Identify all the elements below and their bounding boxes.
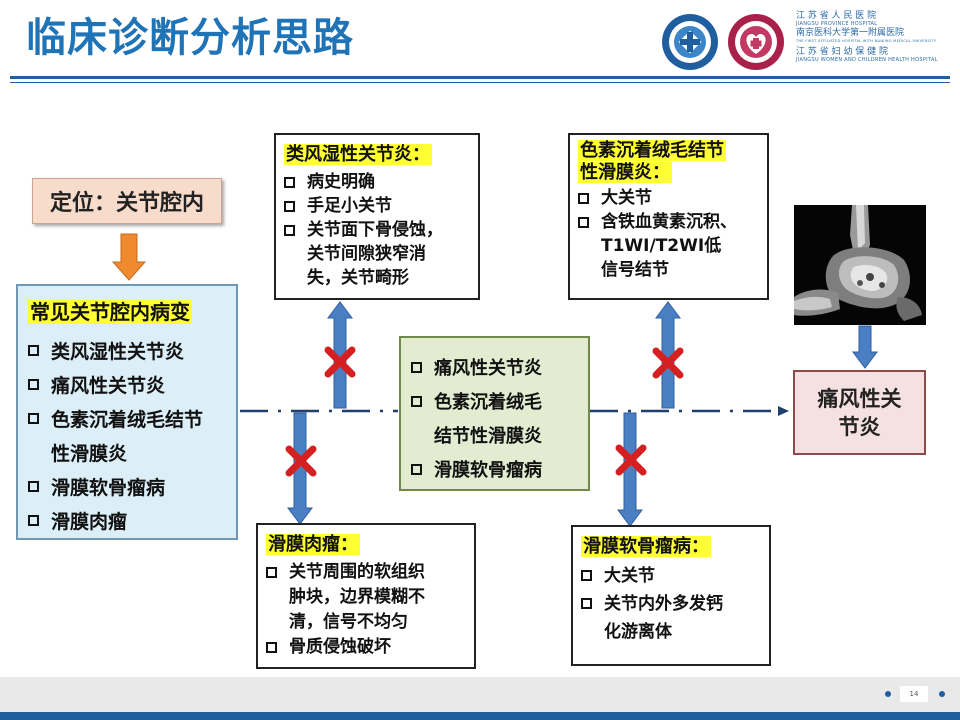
list-item-continuation: 关节间隙狭窄消 bbox=[307, 244, 426, 264]
list-item: 滑膜软骨瘤病 bbox=[411, 452, 578, 486]
arrow-down-chondro bbox=[617, 412, 643, 527]
cross-icon-pvns bbox=[652, 347, 684, 379]
footer bbox=[0, 677, 960, 712]
chondro-title: 滑膜软骨瘤病： bbox=[581, 536, 711, 557]
list-item: 含铁血黄素沉积、 bbox=[578, 210, 759, 234]
footer-dot-right bbox=[939, 691, 945, 697]
list-item: 痛风性关节炎 bbox=[411, 350, 578, 384]
checkbox-icon bbox=[284, 177, 295, 188]
sarcoma-box: 滑膜肉瘤： 关节周围的软组织 肿块，边界模糊不 清，信号不均匀 骨质侵蚀破坏 bbox=[256, 523, 476, 669]
arrow-down-sarcoma bbox=[287, 412, 313, 525]
list-item: 痛风性关节炎 bbox=[28, 367, 226, 401]
checkbox-icon bbox=[578, 217, 589, 228]
footer-bar bbox=[0, 712, 960, 720]
arrow-up-pvns bbox=[655, 301, 681, 409]
list-item: 色素沉着绒毛 bbox=[411, 384, 578, 418]
location-label: 定位：关节腔内 bbox=[49, 191, 204, 216]
common-lesions-box: 常见关节腔内病变 类风湿性关节炎 痛风性关节炎 色素沉着绒毛结节 性滑膜炎 滑膜… bbox=[16, 284, 238, 540]
checkbox-icon bbox=[411, 463, 422, 475]
list-item: 大关节 bbox=[578, 186, 759, 210]
checkbox-icon bbox=[28, 514, 39, 526]
footer-dot-left bbox=[885, 691, 891, 697]
common-lesions-title: 常见关节腔内病变 bbox=[28, 300, 192, 324]
list-item-continuation: 清，信号不均匀 bbox=[289, 612, 408, 632]
list-item-continuation: 失，关节畸形 bbox=[307, 268, 409, 288]
hospital1-name: 江 苏 省 人 民 医 院 bbox=[796, 11, 877, 21]
checkbox-icon bbox=[411, 361, 422, 373]
list-item: 滑膜软骨瘤病 bbox=[28, 469, 226, 503]
cross-icon-sarcoma bbox=[285, 445, 317, 477]
list-item: 病史明确 bbox=[284, 170, 470, 194]
pvns-title-line2: 性滑膜炎： bbox=[578, 162, 672, 183]
list-item-continuation: 性滑膜炎 bbox=[51, 442, 128, 465]
list-item-continuation: 肿块，边界模糊不 bbox=[289, 587, 425, 607]
list-item-continuation: 化游离体 bbox=[604, 622, 672, 642]
result-label-line2: 节炎 bbox=[838, 414, 881, 439]
checkbox-icon bbox=[581, 598, 592, 609]
arrow-up-ra bbox=[327, 301, 353, 409]
header-divider bbox=[10, 76, 950, 79]
list-item: 滑膜肉瘤 bbox=[28, 503, 226, 537]
hospital2-name: 江 苏 省 妇 幼 保 健 院 bbox=[796, 47, 889, 57]
list-item: 关节周围的软组织 bbox=[266, 560, 466, 585]
hospital1-sub: 南京医科大学第一附属医院 bbox=[796, 28, 905, 38]
hospital1-sub-en: THE FIRST AFFILIATED HOSPITAL WITH NANJI… bbox=[796, 39, 937, 43]
hospital-logo-2 bbox=[728, 14, 784, 70]
checkbox-icon bbox=[28, 480, 39, 492]
list-item-continuation: 信号结节 bbox=[601, 260, 669, 280]
list-item: 骨质侵蚀破坏 bbox=[266, 635, 466, 660]
list-item: 关节内外多发钙 bbox=[581, 590, 761, 618]
page-number: 14 bbox=[900, 686, 928, 702]
list-item: 类风湿性关节炎 bbox=[28, 333, 226, 367]
cross-icon-chondro bbox=[615, 444, 647, 476]
list-item: 大关节 bbox=[581, 562, 761, 590]
list-item-continuation: 结节性滑膜炎 bbox=[434, 426, 542, 447]
hospital1-en: JIANGSU PROVINCE HOSPITAL bbox=[796, 21, 878, 27]
result-box: 痛风性关 节炎 bbox=[793, 370, 926, 455]
hospital-logo-1 bbox=[662, 14, 718, 70]
checkbox-icon bbox=[581, 570, 592, 581]
list-item-continuation: T1WI/T2WI低 bbox=[601, 236, 722, 256]
list-item: 手足小关节 bbox=[284, 194, 470, 218]
checkbox-icon bbox=[266, 642, 277, 653]
sarcoma-title: 滑膜肉瘤： bbox=[266, 534, 360, 555]
pvns-box: 色素沉着绒毛结节 性滑膜炎： 大关节 含铁血黄素沉积、 T1WI/T2WI低 信… bbox=[568, 133, 769, 300]
arrow-down-orange bbox=[111, 233, 147, 281]
list-item: 色素沉着绒毛结节 bbox=[28, 401, 226, 435]
list-item: 关节面下骨侵蚀， bbox=[284, 218, 470, 242]
checkbox-icon bbox=[284, 225, 295, 236]
header-divider-thin bbox=[10, 82, 950, 83]
checkbox-icon bbox=[28, 378, 39, 390]
page-title: 临床诊断分析思路 bbox=[26, 15, 354, 61]
checkbox-icon bbox=[411, 395, 422, 407]
cross-icon-ra bbox=[324, 346, 356, 378]
chondro-box: 滑膜软骨瘤病： 大关节 关节内外多发钙 化游离体 bbox=[571, 525, 771, 666]
candidate-box: 痛风性关节炎 色素沉着绒毛 结节性滑膜炎 滑膜软骨瘤病 bbox=[399, 336, 590, 491]
checkbox-icon bbox=[578, 193, 589, 204]
checkbox-icon bbox=[28, 412, 39, 424]
hospital-names: 江 苏 省 人 民 医 院 JIANGSU PROVINCE HOSPITAL … bbox=[796, 11, 946, 64]
checkbox-icon bbox=[28, 344, 39, 356]
location-box: 定位：关节腔内 bbox=[32, 178, 222, 224]
ct-image bbox=[794, 205, 926, 325]
pvns-title-line1: 色素沉着绒毛结节 bbox=[578, 140, 726, 161]
ra-box: 类风湿性关节炎： 病史明确 手足小关节 关节面下骨侵蚀， 关节间隙狭窄消 失，关… bbox=[274, 133, 480, 300]
ra-title: 类风湿性关节炎： bbox=[284, 144, 432, 165]
result-label-line1: 痛风性关 bbox=[817, 386, 902, 411]
checkbox-icon bbox=[266, 567, 277, 578]
checkbox-icon bbox=[284, 201, 295, 212]
arrow-down-image bbox=[852, 325, 878, 369]
hospital2-en: JIANGSU WOMEN AND CHILDREN HEALTH HOSPIT… bbox=[796, 57, 938, 63]
